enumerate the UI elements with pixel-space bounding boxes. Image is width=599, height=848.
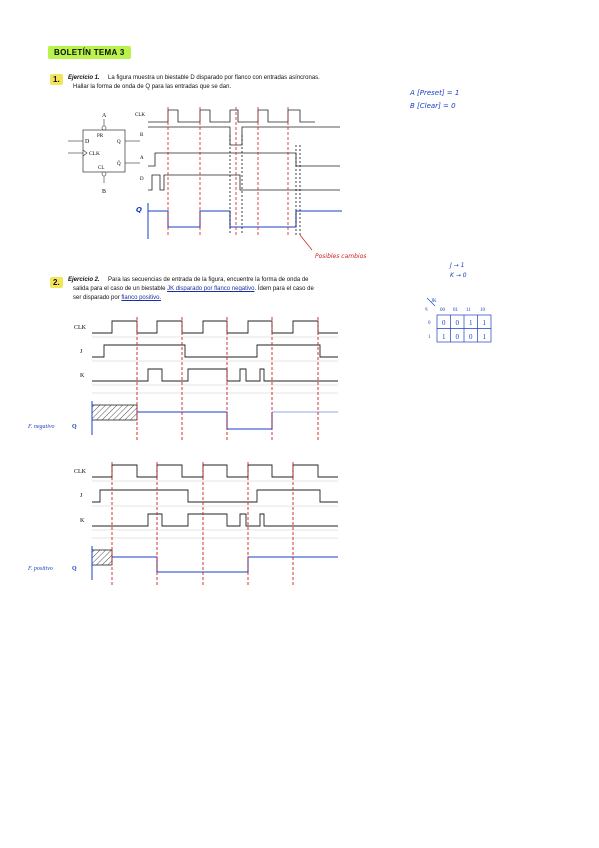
exercise-2-label: Ejercicio 2. [68,277,100,283]
kmap-col-2: 11 [466,308,471,313]
exercise-1-diagram: D PR Q CLK Q̄ CL A B CLK B A D Q Posible… [68,107,366,260]
ex1-edge-markers [167,107,289,235]
neg-q-waveform [137,411,273,430]
exercise-2-negative-diagram: CLK J K F. negativo Q [27,317,338,440]
neg-edge-label: F. negativo [27,424,55,430]
exercise-2-positive-diagram: CLK J K F. positivo Q [27,462,338,585]
ff-qbar-label: Q̄ [117,161,121,167]
pos-k-label: K [80,518,85,524]
pos-j-waveform [92,489,338,503]
ex1-a-label: A [140,156,144,161]
positive-edge-link: flanco positivo. [121,295,162,301]
exercise-1-label: Ejercicio 1. [68,75,100,81]
kmap-cell-0-2: 1 [469,319,473,327]
exercise-1-line1: La figura muestra un biestable D dispara… [108,75,320,81]
ex1-b-label: B [140,133,144,138]
pos-edge-markers [111,462,294,585]
exercise-2-statement: Ejercicio 2. Para las secuencias de entr… [68,276,368,303]
kmap-q-label: q [425,307,428,312]
neg-j-label: J [80,349,83,355]
ff-b-label: B [102,189,106,195]
ex1-clk-label: CLK [135,113,145,118]
exercise-1-statement: Ejercicio 1. La figura muestra un biesta… [68,74,368,92]
kmap-col-0: 00 [440,308,446,313]
pos-q-waveform [112,556,338,573]
ff-cl-label: CL [98,166,104,171]
kmap-cell-0-3: 1 [482,319,486,327]
neg-clk-label: CLK [74,325,87,331]
ff-a-label: A [102,113,107,119]
exercise-2-line3a: ser disparado por [73,295,122,301]
ff-pr-label: PR [97,134,104,139]
neg-k-waveform [92,368,338,382]
exercise-2-number: 2. [50,277,63,288]
pos-clk-label: CLK [74,469,87,475]
kmap-col-1: 01 [453,308,459,313]
ex1-clk-waveform [148,109,315,123]
kmap-cell-1-3: 1 [482,333,486,341]
kmap-row-1: 1 [428,335,431,340]
clear-note: B [Clear] = 0 [410,102,456,110]
pos-clk-waveform [92,464,338,478]
exercise-2-line2b: . Ídem para el caso de [254,286,314,292]
kmap-cell-1-0: 1 [442,333,446,341]
kmap-cell-0-0: 0 [442,319,446,327]
k-note: K → 0 [450,272,467,279]
d-flipflop-symbol: D PR Q CLK Q̄ CL A B [68,113,140,195]
page-title: BOLETÍN TEMA 3 [48,46,131,59]
exercise-2-line1: Para las secuencias de entrada de la fig… [108,277,309,283]
pos-edge-label: F. positivo [27,566,53,572]
karnaugh-map: JK q 00 01 11 10 0 1 0 0 1 1 1 0 0 1 [425,297,492,343]
kmap-jk-label: JK [431,299,437,304]
kmap-cell-1-1: 0 [455,333,459,341]
preset-note: A [Preset] = 1 [410,89,460,97]
ex1-d-label: D [140,177,144,182]
j-note: J → 1 [450,262,465,269]
neg-clk-waveform [92,320,338,334]
pos-k-waveform [92,513,338,527]
kmap-col-3: 10 [480,308,486,313]
kmap-cell-1-2: 0 [469,333,473,341]
pos-j-label: J [80,493,83,499]
ff-q-label: Q [117,140,121,145]
ff-d-label: D [85,139,90,145]
ex1-a-waveform [148,152,340,167]
neg-k-label: K [80,373,85,379]
ex1-q-waveform [148,210,342,228]
neg-edge-markers [136,317,319,440]
pos-q-label: Q [72,566,77,572]
exercise-2-line2a: salida para el caso de un biestable [73,286,168,292]
negative-edge-link: JK disparado por flanco negativo [167,286,255,292]
exercise-1-line2: Hallar la forma de onda de Q para las en… [73,84,232,90]
possible-changes-note: Posibles cambios [315,253,366,260]
ex1-b-waveform [148,126,340,146]
ex1-q-label: Q [136,206,142,214]
ex1-d-waveform [148,174,340,191]
exercise-1-number: 1. [50,74,63,85]
neg-j-waveform [92,344,338,358]
ff-clk-label: CLK [89,151,100,157]
kmap-cell-0-1: 0 [455,319,459,327]
neg-q-label: Q [72,424,77,430]
kmap-row-0: 0 [428,321,431,326]
